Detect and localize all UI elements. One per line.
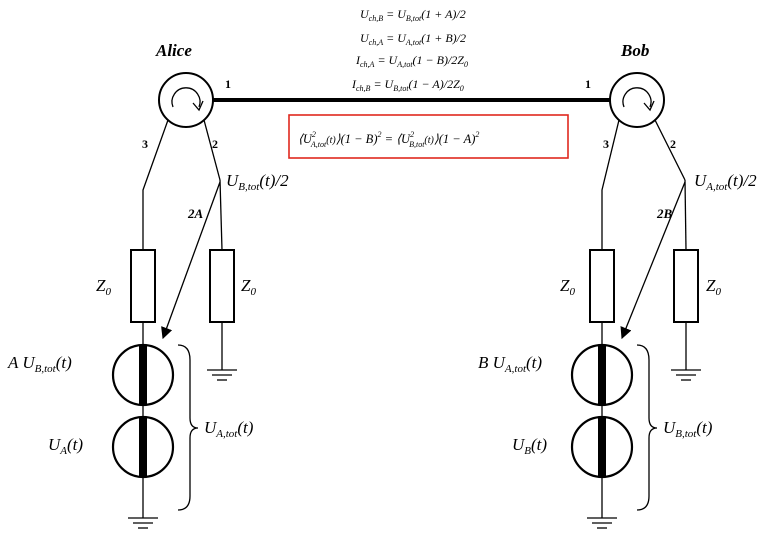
bob-z0-label: Z0 [560, 276, 575, 298]
bob-source-voltage-source-icon [570, 415, 634, 479]
alice-port2-wire [203, 119, 221, 181]
bob-2b-arrow [620, 181, 686, 340]
equation-i-ch-a: Ich,A = UA,tot(1 − B)/2Z0 [355, 53, 468, 69]
alice-port-3: 3 [142, 137, 148, 151]
alice-resistor-icon [130, 249, 156, 323]
security-condition-box [288, 114, 569, 159]
alice-voltage-source-icon [111, 343, 175, 407]
bob-resistor-icon [589, 249, 615, 323]
bob-circulator-icon [609, 72, 665, 128]
alice-circuit [111, 72, 610, 529]
equation-u-ch-a: Uch,A = UA,tot(1 + B)/2 [360, 31, 466, 47]
bob-source1-label: B UA,tot(t) [478, 353, 542, 375]
bob-port3-wire [601, 119, 620, 250]
alice-brace [177, 344, 199, 511]
bob-port-3: 3 [603, 137, 609, 151]
alice-source1-label: A UB,tot(t) [7, 353, 72, 375]
alice-2a-arrow [161, 181, 221, 340]
channel-equations: Uch,B = UB,tot(1 + A)/2 Uch,A = UA,tot(1… [351, 7, 468, 93]
bob-port2-wire [654, 119, 686, 181]
alice-ground-icon [128, 517, 158, 529]
alice-total-voltage-label: UA,tot(t) [204, 418, 254, 440]
alice-node-voltage: UB,tot(t)/2 [226, 171, 289, 193]
bob-ground-icon [587, 517, 617, 529]
alice-circulator-icon [158, 72, 214, 128]
bob-2b-label: 2B [656, 206, 673, 221]
bob-load-z0-label: Z0 [706, 276, 721, 298]
equation-i-ch-b: Ich,B = UB,tot(1 − A)/2Z0 [351, 77, 464, 93]
alice-port2-to-z0 [219, 179, 223, 251]
bob-node-voltage: UA,tot(t)/2 [694, 171, 757, 193]
alice-z0-label: Z0 [96, 276, 111, 298]
alice-load-ground-icon [207, 369, 237, 381]
bob-total-voltage-label: UB,tot(t) [663, 418, 713, 440]
alice-load-resistor-icon [209, 249, 235, 323]
equation-u-ch-b: Uch,B = UB,tot(1 + A)/2 [360, 7, 466, 23]
bob-brace [636, 344, 658, 511]
alice-label: Alice [155, 41, 192, 60]
alice-port-1: 1 [225, 77, 231, 91]
bob-source2-label: UB(t) [512, 435, 547, 457]
bob-load-ground-icon [671, 369, 701, 381]
alice-source-voltage-source-icon [111, 415, 175, 479]
alice-port-2: 2 [212, 137, 218, 151]
bob-port-1: 1 [585, 77, 591, 91]
alice-source2-label: UA(t) [48, 435, 83, 457]
bob-voltage-source-icon [570, 343, 634, 407]
bob-label: Bob [620, 41, 649, 60]
bob-port-2: 2 [670, 137, 676, 151]
bob-circuit [570, 72, 701, 529]
alice-port3-wire [142, 119, 169, 250]
alice-2a-label: 2A [187, 206, 204, 221]
alice-load-z0-label: Z0 [241, 276, 256, 298]
bob-load-resistor-icon [673, 249, 699, 323]
